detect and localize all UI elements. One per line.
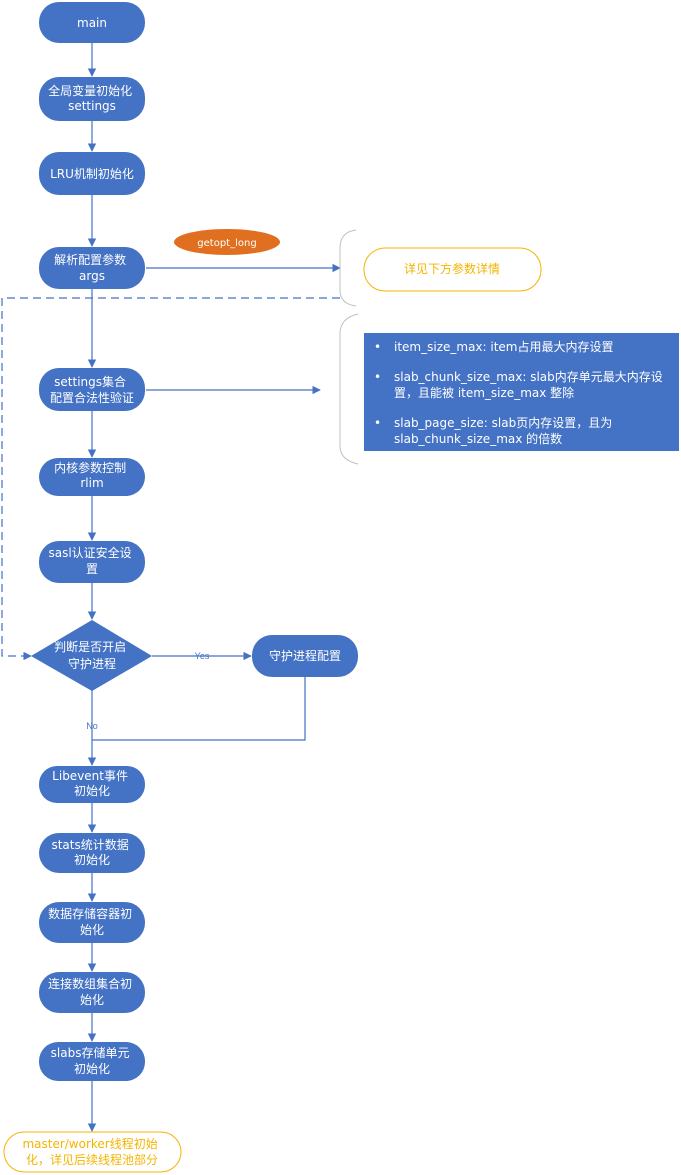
node-parse-args-line1: 解析配置参数	[54, 252, 126, 267]
edge-label-no: No	[86, 721, 98, 731]
node-stats-line1: stats统计数据	[51, 837, 128, 852]
node-sasl: sasl认证安全设 置	[39, 541, 145, 583]
node-settings-check: settings集合 配置合法性验证	[39, 368, 145, 411]
node-storage-line2: 始化	[80, 923, 104, 937]
node-libevent: Libevent事件 初始化	[39, 766, 145, 803]
svg-text:stats统计数据 初始化: stats统计数据 初始化	[51, 837, 132, 867]
node-main: main	[39, 2, 145, 43]
node-settings-init-line1: 全局变量初始化	[48, 83, 132, 98]
node-slabs: slabs存储单元 初始化	[39, 1042, 145, 1081]
node-libevent-line1: Libevent事件	[52, 769, 128, 783]
node-slabs-line1: slabs存储单元	[51, 1045, 130, 1060]
node-lru-init-line: LRU机制初始化	[50, 167, 134, 181]
svg-text:main: main	[77, 16, 107, 30]
node-daemon-decision: 判断是否开启 守护进程	[31, 620, 152, 691]
node-rlim: 内核参数控制 rlim	[39, 458, 145, 496]
svg-text:master/worker线程初始 化，详见: master/worker线程初始 化，详见后续线程池部分	[22, 1136, 161, 1167]
edge-daemon-return	[92, 677, 306, 741]
node-conn-line2: 始化	[80, 993, 104, 1007]
param-notes-list: item_size_max: item占用最大内存设置 slab_chunk_s…	[370, 339, 675, 447]
node-parse-args-line2: args	[79, 269, 105, 283]
node-sasl-line1: sasl认证安全设	[48, 545, 131, 560]
node-storage: 数据存储容器初 始化	[39, 902, 145, 943]
svg-text:Libevent事件 初始化: Libevent事件 初始化	[52, 769, 132, 798]
note-param-details-text: 详见下方参数详情	[404, 261, 500, 276]
svg-text:数据存储容器初 始化: 数据存储容器初 始化	[48, 906, 136, 937]
node-sasl-line2: 置	[86, 562, 98, 576]
node-lru-init: LRU机制初始化	[39, 152, 145, 195]
tag-getopt-long-text: getopt_long	[197, 238, 256, 249]
node-settings-init: 全局变量初始化 settings	[39, 77, 145, 121]
svg-text:Yes: Yes	[195, 651, 210, 661]
svg-text:LRU机制初始化: LRU机制初始化	[50, 167, 134, 181]
node-daemon-config-line: 守护进程配置	[269, 648, 341, 663]
edge-daemon-dashed-loop	[1, 297, 340, 661]
svg-text:判断是否开启 守护进程: 判断是否开启 守护进程	[54, 639, 130, 671]
svg-text:解析配置参数 args: 解析配置参数 args	[54, 252, 130, 283]
node-threads: master/worker线程初始 化，详见后续线程池部分	[3, 1131, 182, 1173]
param-note-item-size-max: item_size_max: item占用最大内存设置	[370, 339, 675, 355]
param-note-slab-chunk-size-max: slab_chunk_size_max: slab内存单元最大内存设置，且能被 …	[370, 369, 675, 401]
edge-label-yes: Yes	[195, 651, 210, 661]
node-daemon-decision-line2: 守护进程	[68, 656, 116, 671]
node-settings-check-line2: 配置合法性验证	[50, 390, 134, 405]
svg-text:守护进程配置: 守护进程配置	[269, 648, 341, 663]
brace-params	[339, 313, 359, 465]
node-settings-init-line2: settings	[68, 99, 116, 113]
node-daemon-config: 守护进程配置	[252, 635, 358, 677]
svg-text:No: No	[86, 721, 98, 731]
tag-getopt-long: getopt_long	[174, 229, 280, 255]
svg-text:全局变量初始化 settings: 全局变量初始化 settings	[48, 83, 136, 113]
brace-args	[339, 229, 357, 307]
note-param-details: 详见下方参数详情	[363, 247, 542, 292]
node-slabs-line2: 初始化	[74, 1062, 110, 1076]
node-rlim-line1: 内核参数控制	[54, 460, 126, 475]
node-conn: 连接数组集合初 始化	[39, 972, 145, 1013]
node-parse-args: 解析配置参数 args	[39, 247, 145, 289]
node-storage-line1: 数据存储容器初	[48, 906, 132, 921]
node-conn-line1: 连接数组集合初	[48, 976, 132, 991]
node-libevent-line2: 初始化	[74, 784, 110, 798]
svg-text:slabs存储单元 初始化: slabs存储单元 初始化	[51, 1045, 134, 1076]
svg-text:内核参数控制 rlim: 内核参数控制 rlim	[54, 460, 130, 490]
node-main-line: main	[77, 16, 107, 30]
param-notes-box: item_size_max: item占用最大内存设置 slab_chunk_s…	[364, 333, 679, 451]
svg-text:sasl认证安全设 置: sasl认证安全设 置	[48, 545, 135, 576]
param-note-slab-page-size: slab_page_size: slab页内存设置，且为 slab_chunk_…	[370, 415, 675, 447]
svg-text:settings集合 配置合法性验证: settings集合 配置合法性验证	[50, 374, 134, 405]
svg-text:连接数组集合初 始化: 连接数组集合初 始化	[48, 976, 136, 1007]
node-daemon-decision-line1: 判断是否开启	[54, 639, 126, 654]
svg-text:详见下方参数详情: 详见下方参数详情	[404, 261, 500, 276]
node-stats-line2: 初始化	[74, 853, 110, 867]
node-threads-line1: master/worker线程初始	[22, 1136, 157, 1151]
node-rlim-line2: rlim	[80, 476, 103, 490]
node-settings-check-line1: settings集合	[54, 374, 126, 389]
node-stats: stats统计数据 初始化	[39, 833, 145, 873]
svg-text:getopt_long: getopt_long	[197, 238, 256, 249]
node-threads-line2: 化，详见后续线程池部分	[26, 1152, 158, 1167]
